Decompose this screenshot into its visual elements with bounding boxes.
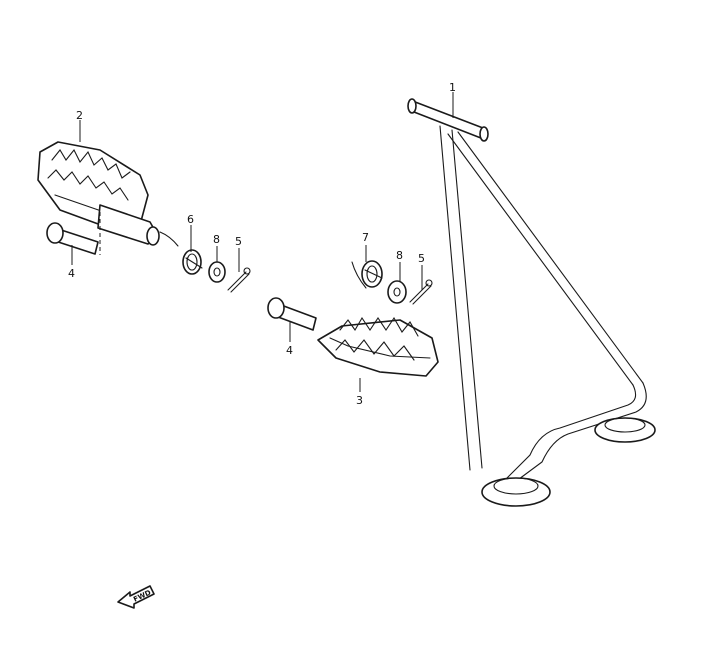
pin-part-4-a	[46, 222, 99, 255]
callout-1: 1	[449, 81, 456, 94]
callout-2: 2	[76, 109, 83, 122]
callout-6: 6	[187, 213, 194, 226]
footpeg-part-2	[37, 141, 160, 255]
washer-part-8-b	[387, 280, 407, 304]
footpeg-part-3	[317, 316, 439, 377]
callout-8-a: 8	[213, 233, 220, 246]
callout-5-b: 5	[418, 252, 425, 265]
callout-5-a: 5	[235, 235, 242, 248]
pin-part-4-b	[267, 297, 317, 331]
cotter-pin-part-5-b	[409, 279, 433, 305]
callout-4-a: 4	[68, 267, 75, 280]
callout-7: 7	[362, 231, 369, 244]
fwd-arrow-icon: FWD	[117, 585, 155, 609]
leader-lines	[71, 92, 454, 392]
fwd-label: FWD	[132, 589, 152, 604]
cotter-pin-part-5-a	[227, 267, 251, 293]
stand-part-1	[407, 98, 656, 507]
callout-3: 3	[356, 394, 363, 407]
callout-8-b: 8	[396, 249, 403, 262]
washer-part-8-a	[208, 261, 226, 283]
callout-4-b: 4	[286, 344, 293, 357]
spring-part-7	[351, 260, 383, 289]
spring-part-6	[159, 231, 203, 275]
